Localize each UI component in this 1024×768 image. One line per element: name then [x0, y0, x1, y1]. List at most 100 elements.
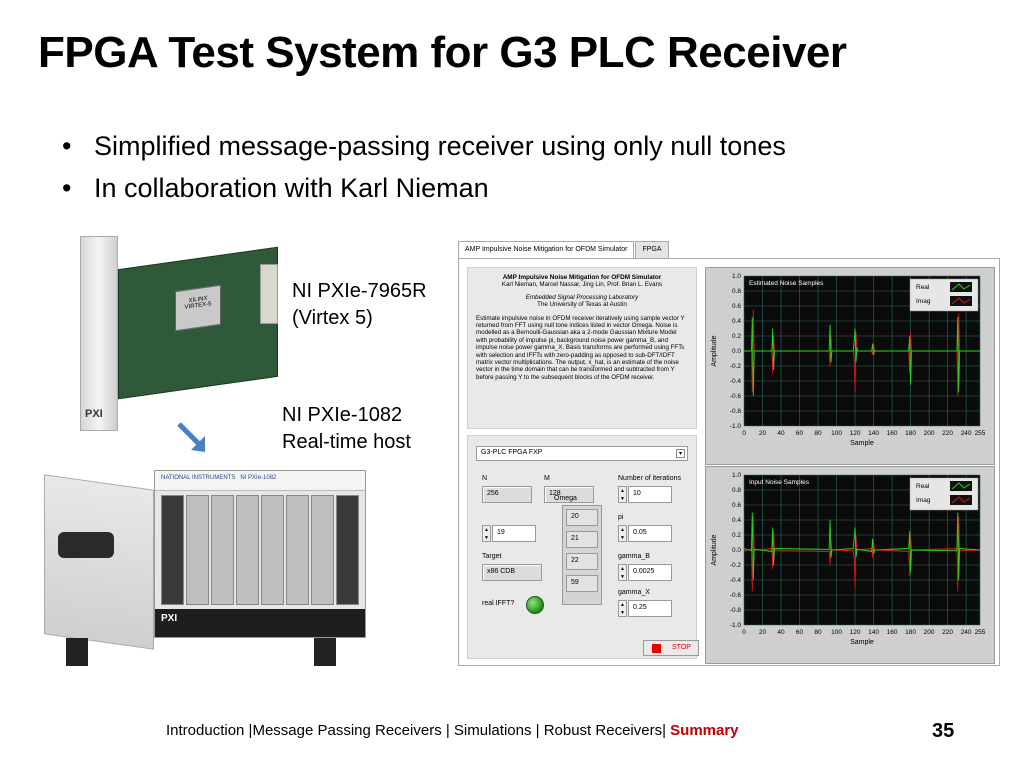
chassis-leg — [314, 638, 336, 666]
x-tick-label: 60 — [796, 430, 804, 437]
y-tick-label: 0.6 — [732, 303, 741, 310]
x-tick-label: 100 — [831, 629, 842, 636]
omega-index-spinner[interactable]: ▲▼ — [482, 525, 491, 542]
legend-label: Imag — [916, 298, 931, 305]
x-tick-label: 140 — [868, 430, 879, 437]
gamma-b-input[interactable]: 0.0025 — [628, 564, 672, 581]
gamma-x-input[interactable]: 0.25 — [628, 600, 672, 617]
real-ifft-toggle[interactable] — [526, 596, 544, 614]
chassis-brand: NATIONAL INSTRUMENTS NI PXIe-1082 — [155, 471, 365, 491]
gamma-b-spinner[interactable]: ▲▼ — [618, 564, 627, 581]
omega-element[interactable]: 59 — [566, 575, 598, 592]
bullet-item: Simplified message-passing receiver usin… — [62, 125, 786, 167]
pi-spinner[interactable]: ▲▼ — [618, 525, 627, 542]
x-tick-label: 180 — [905, 629, 916, 636]
series-line-real — [743, 512, 981, 581]
card-label: NI PXIe-7965R (Virtex 5) — [292, 278, 427, 332]
series-line-real — [744, 317, 980, 397]
y-tick-label: 0.8 — [732, 288, 741, 295]
pi-input[interactable]: 0.05 — [628, 525, 672, 542]
iterations-input[interactable]: 10 — [628, 486, 672, 503]
y-tick-label: -0.8 — [730, 607, 742, 614]
omega-element[interactable]: 22 — [566, 553, 598, 570]
iterations-spinner[interactable]: ▲▼ — [618, 486, 627, 503]
x-tick-label: 100 — [831, 430, 842, 437]
host-label-line1: NI PXIe-1082 — [282, 404, 403, 426]
chassis-side — [44, 474, 154, 650]
card-front-panel — [80, 236, 118, 431]
omega-array: 20 21 22 59 — [562, 505, 602, 605]
x-tick-label: 200 — [924, 430, 935, 437]
x-tick-label: 220 — [942, 629, 953, 636]
controls-box: G3-PLC FPGA FXP ▾ N 256 M 128 Number of … — [467, 435, 699, 659]
fpga-chip: XILINX VIRTEX-5 — [175, 284, 221, 332]
m-label: M — [544, 475, 550, 482]
omega-element[interactable]: 20 — [566, 509, 598, 526]
chassis-bottom: PXI — [155, 609, 365, 637]
desc-authors: Karl Nieman, Marcel Nassar, Jing Lin, Pr… — [501, 281, 663, 289]
chassis-handle — [58, 532, 114, 558]
target-select[interactable]: x86 CDB — [482, 564, 542, 581]
x-tick-label: 160 — [887, 430, 898, 437]
legend-swatch-real — [951, 482, 971, 490]
y-tick-label: 0.4 — [732, 517, 741, 524]
fpga-select[interactable]: G3-PLC FPGA FXP ▾ — [476, 446, 688, 461]
host-label-line2: Real-time host — [282, 431, 411, 453]
x-tick-label: 60 — [796, 629, 804, 636]
y-tick-label: -0.2 — [730, 363, 742, 370]
x-axis-label: Sample — [850, 639, 874, 646]
chassis-leg — [66, 638, 88, 666]
slide-title: FPGA Test System for G3 PLC Receiver — [38, 28, 847, 77]
x-tick-label: 120 — [850, 629, 861, 636]
n-value: 256 — [482, 486, 532, 503]
x-tick-label: 140 — [868, 629, 879, 636]
x-tick-label: 80 — [814, 430, 822, 437]
y-tick-label: 0.2 — [732, 333, 741, 340]
legend-label: Imag — [916, 497, 931, 504]
pxi-chassis-image: NATIONAL INSTRUMENTS NI PXIe-1082 PXI — [44, 462, 366, 674]
x-tick-label: 180 — [905, 430, 916, 437]
x-tick-label: 160 — [887, 629, 898, 636]
chart-title: Input Noise Samples — [749, 479, 810, 486]
gamma-b-label: gamma_B — [618, 553, 650, 560]
page-number: 35 — [932, 720, 955, 742]
legend-swatch-bg — [950, 481, 972, 491]
n-label: N — [482, 475, 488, 482]
x-tick-label: 240 — [961, 430, 972, 437]
y-tick-label: -1.0 — [730, 622, 742, 629]
tab-fpga[interactable]: FPGA — [635, 241, 669, 259]
legend-swatch-imag — [951, 297, 971, 305]
y-tick-label: -0.8 — [730, 408, 742, 415]
desc-body: Estimate impulsive noise in OFDM receive… — [476, 314, 685, 381]
legend-swatch-imag — [951, 496, 971, 504]
x-tick-label: 80 — [814, 629, 822, 636]
x-tick-label: 200 — [924, 629, 935, 636]
stop-button[interactable]: STOP — [643, 640, 699, 656]
legend-label: Real — [916, 284, 930, 291]
x-tick-label: 20 — [759, 430, 767, 437]
omega-index-input[interactable]: 19 — [492, 525, 536, 542]
x-tick-label: 120 — [850, 430, 861, 437]
fpga-card-image: XILINX VIRTEX-5 PXI — [80, 236, 280, 431]
omega-element[interactable]: 21 — [566, 531, 598, 548]
card-label-line2: (Virtex 5) — [292, 307, 373, 329]
tab-bar: AMP Impulsive Noise Mitigation for OFDM … — [458, 241, 670, 259]
chart-title: Estimated Noise Samples — [749, 280, 824, 287]
bullet-list: Simplified message-passing receiver usin… — [62, 125, 786, 209]
tab-content: AMP Impulsive Noise Mitigation for OFDM … — [458, 258, 1000, 666]
legend-label: Real — [916, 483, 930, 490]
y-tick-label: 0.2 — [732, 532, 741, 539]
real-ifft-label: real IFFT? — [482, 600, 515, 607]
chevron-down-icon[interactable]: ▾ — [676, 449, 685, 458]
gamma-x-spinner[interactable]: ▲▼ — [618, 600, 627, 617]
card-label-line1: NI PXIe-7965R — [292, 280, 427, 302]
card-pxi-badge: PXI — [85, 408, 103, 420]
host-label: NI PXIe-1082 Real-time host — [282, 402, 411, 456]
tab-simulator[interactable]: AMP Impulsive Noise Mitigation for OFDM … — [458, 241, 635, 259]
y-tick-label: -0.6 — [730, 393, 742, 400]
chassis-pxi-badge: PXI — [161, 613, 178, 624]
x-tick-label: 255 — [975, 629, 986, 636]
